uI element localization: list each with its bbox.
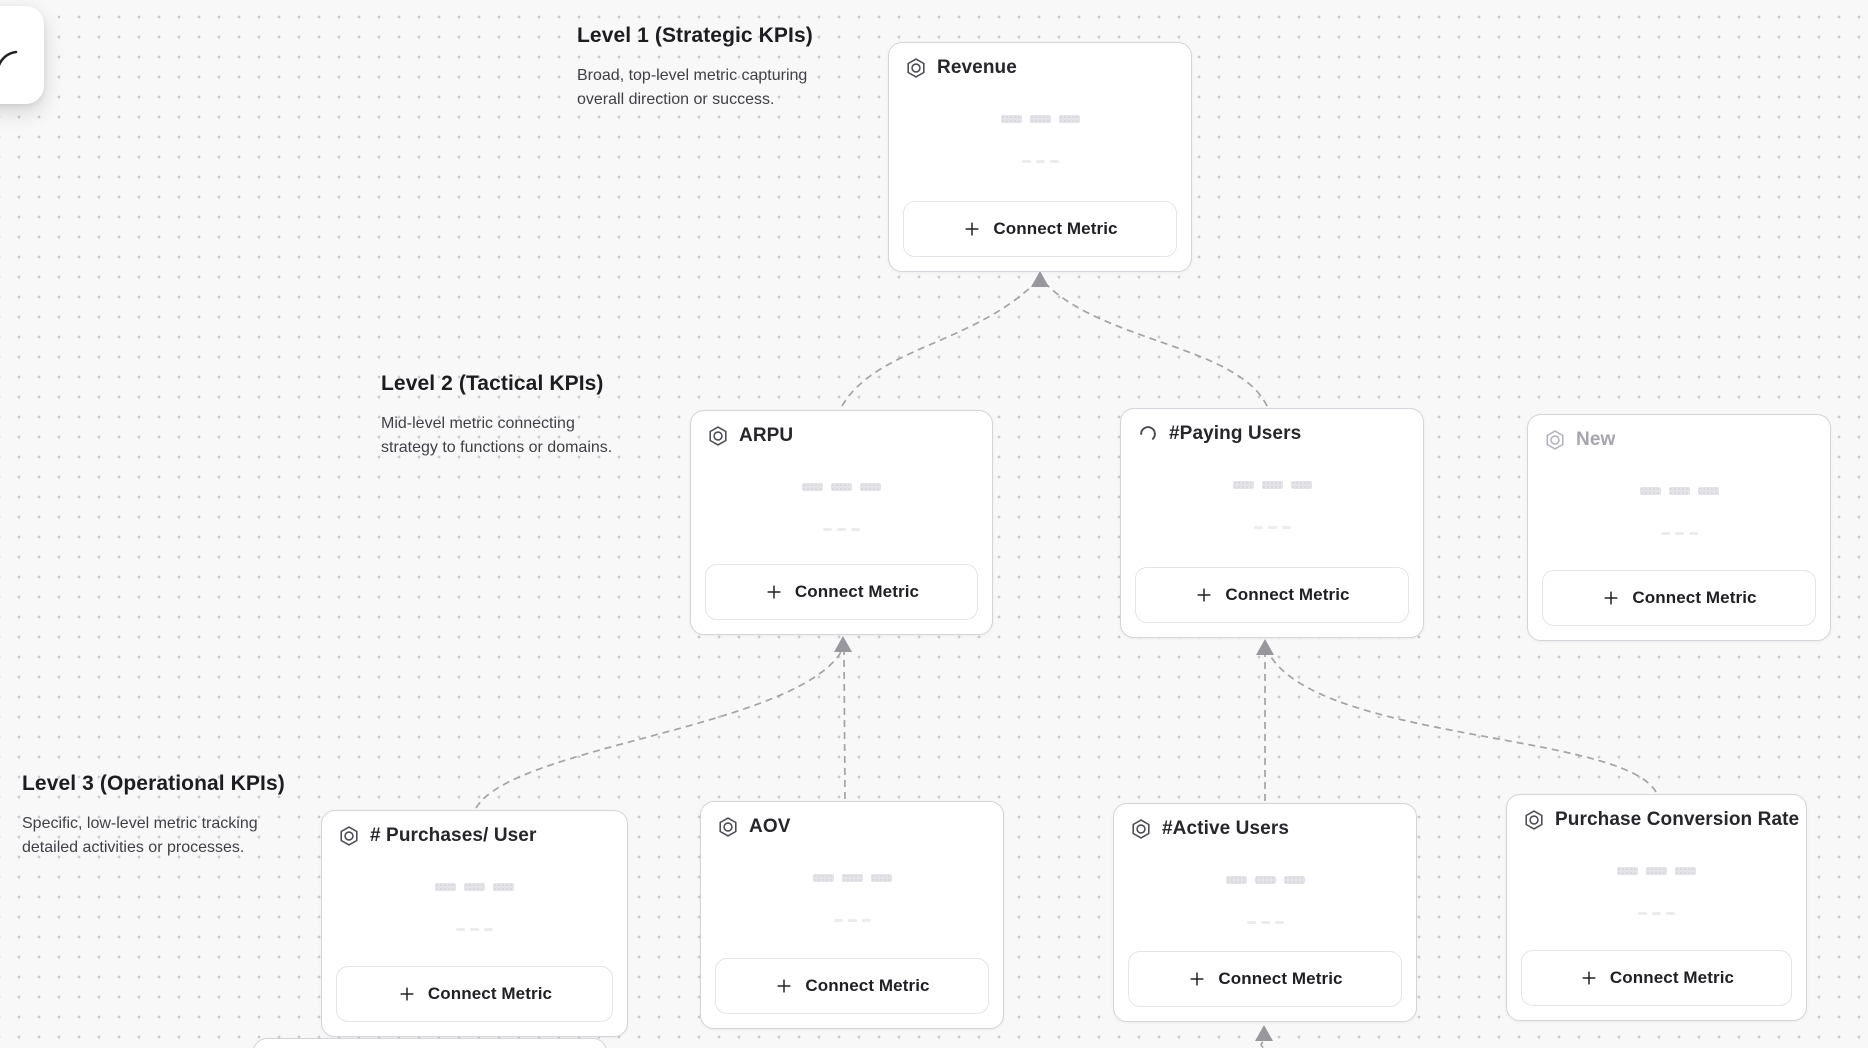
skeleton-row bbox=[1528, 487, 1830, 495]
cursor-stroke-icon bbox=[0, 50, 18, 66]
arrowhead-paying-users bbox=[1256, 639, 1274, 655]
hexagon-nut-icon bbox=[707, 425, 729, 447]
connect-metric-label: Connect Metric bbox=[805, 976, 930, 995]
card-header: #Paying Users bbox=[1137, 423, 1301, 445]
card-header: AOV bbox=[717, 816, 790, 838]
skeleton-row bbox=[1528, 532, 1830, 535]
metric-card-purchases-per-user[interactable]: # Purchases/ User Connect Metric bbox=[321, 810, 628, 1037]
connector-pcr-to-paying-users bbox=[1267, 651, 1657, 793]
card-header: #Active Users bbox=[1130, 818, 1289, 840]
skeleton-row bbox=[1121, 526, 1423, 529]
card-title: New bbox=[1576, 429, 1616, 450]
connect-metric-label: Connect Metric bbox=[993, 219, 1118, 238]
connector-arpu-to-revenue bbox=[841, 283, 1035, 407]
skeleton-row bbox=[1507, 912, 1806, 915]
plus-icon bbox=[1579, 968, 1599, 988]
arrowhead-arpu bbox=[834, 636, 852, 652]
card-header: # Purchases/ User bbox=[338, 825, 536, 847]
hexagon-nut-icon bbox=[338, 825, 360, 847]
card-title: Revenue bbox=[937, 57, 1017, 78]
connect-metric-label: Connect Metric bbox=[1632, 588, 1757, 607]
level-2-title: Level 2 (Tactical KPIs) bbox=[381, 372, 604, 395]
connector-offscreen-to-active-users bbox=[1260, 1041, 1265, 1048]
hexagon-nut-icon bbox=[1523, 809, 1545, 831]
hexagon-nut-icon bbox=[1130, 818, 1152, 840]
metric-card-new[interactable]: New Connect Metric bbox=[1527, 414, 1831, 641]
skeleton-row bbox=[889, 160, 1191, 163]
connect-metric-label: Connect Metric bbox=[794, 582, 920, 601]
plus-icon bbox=[774, 976, 794, 996]
skeleton-row bbox=[889, 115, 1191, 123]
skeleton-row bbox=[691, 483, 992, 491]
connect-metric-button[interactable]: Connect Metric bbox=[1128, 951, 1402, 1007]
connect-metric-button[interactable]: Connect Metric bbox=[705, 564, 978, 620]
arrowhead-revenue bbox=[1031, 271, 1049, 287]
card-title: ARPU bbox=[739, 425, 794, 446]
card-title: Purchase Conversion Rate bbox=[1555, 809, 1800, 830]
skeleton-row bbox=[691, 528, 992, 531]
connect-metric-button[interactable]: Connect Metric bbox=[336, 966, 613, 1022]
arrowhead-active-users-bottom bbox=[1255, 1025, 1273, 1041]
hexagon-nut-icon bbox=[905, 57, 927, 79]
metric-card-paying-users[interactable]: #Paying Users Connect Metric bbox=[1120, 408, 1424, 638]
connect-metric-button[interactable]: Connect Metric bbox=[715, 958, 989, 1014]
level-1-heading: Level 1 (Strategic KPIs) Broad, top-leve… bbox=[577, 24, 833, 112]
level-3-title: Level 3 (Operational KPIs) bbox=[22, 772, 285, 795]
skeleton-row bbox=[1114, 876, 1416, 884]
plus-icon bbox=[1194, 585, 1214, 605]
level-3-description: Specific, low-level metric tracking deta… bbox=[22, 815, 258, 856]
level-1-description: Broad, top-level metric capturing overal… bbox=[577, 67, 808, 108]
skeleton-row bbox=[1114, 921, 1416, 924]
level-1-title: Level 1 (Strategic KPIs) bbox=[577, 24, 813, 47]
plus-icon bbox=[962, 219, 982, 239]
metric-card-aov[interactable]: AOV Connect Metric bbox=[700, 801, 1004, 1029]
plus-icon bbox=[764, 582, 784, 602]
connector-paying-users-to-revenue bbox=[1045, 283, 1268, 407]
connect-metric-button[interactable]: Connect Metric bbox=[1542, 570, 1816, 626]
connect-metric-button[interactable]: Connect Metric bbox=[1135, 567, 1409, 623]
connect-metric-label: Connect Metric bbox=[427, 984, 553, 1003]
metric-card-purchase-conversion-rate[interactable]: Purchase Conversion Rate Connect Metric bbox=[1506, 794, 1807, 1021]
card-title: # Purchases/ User bbox=[370, 825, 537, 846]
hexagon-nut-icon bbox=[1544, 429, 1566, 451]
skeleton-row bbox=[322, 928, 627, 931]
metric-card-active-users[interactable]: #Active Users Connect Metric bbox=[1113, 803, 1417, 1022]
plus-icon bbox=[1187, 969, 1207, 989]
metric-card-revenue[interactable]: Revenue Connect Metric bbox=[888, 42, 1192, 272]
plus-icon bbox=[397, 984, 417, 1004]
level-2-heading: Level 2 (Tactical KPIs) Mid-level metric… bbox=[381, 372, 627, 460]
metric-card-partial-bottom[interactable] bbox=[253, 1038, 607, 1048]
plus-icon bbox=[1601, 588, 1621, 608]
connect-metric-label: Connect Metric bbox=[1218, 969, 1343, 988]
hexagon-nut-icon bbox=[717, 816, 739, 838]
skeleton-row bbox=[322, 883, 627, 891]
connect-metric-label: Connect Metric bbox=[1225, 585, 1350, 604]
skeleton-row bbox=[1121, 481, 1423, 489]
metric-card-arpu[interactable]: ARPU Connect Metric bbox=[690, 410, 993, 635]
level-3-heading: Level 3 (Operational KPIs) Specific, low… bbox=[22, 772, 285, 860]
connector-aov-to-arpu bbox=[843, 650, 846, 800]
card-title: #Active Users bbox=[1162, 818, 1289, 839]
skeleton-row bbox=[1507, 867, 1806, 875]
card-header: Revenue bbox=[905, 57, 1017, 79]
card-title: AOV bbox=[749, 816, 791, 837]
level-2-description: Mid-level metric connecting strategy to … bbox=[381, 415, 613, 456]
connect-metric-button[interactable]: Connect Metric bbox=[1521, 950, 1792, 1006]
connect-metric-button[interactable]: Connect Metric bbox=[903, 201, 1177, 257]
spinner-icon bbox=[1137, 423, 1159, 445]
connector-purchases-to-arpu bbox=[475, 651, 842, 809]
connect-metric-label: Connect Metric bbox=[1609, 968, 1735, 987]
canvas-tool-button[interactable] bbox=[0, 6, 44, 104]
card-title: #Paying Users bbox=[1169, 423, 1302, 444]
card-header: Purchase Conversion Rate bbox=[1523, 809, 1799, 831]
skeleton-row bbox=[701, 874, 1003, 882]
card-header: ARPU bbox=[707, 425, 793, 447]
card-header: New bbox=[1544, 429, 1615, 451]
skeleton-row bbox=[701, 919, 1003, 922]
